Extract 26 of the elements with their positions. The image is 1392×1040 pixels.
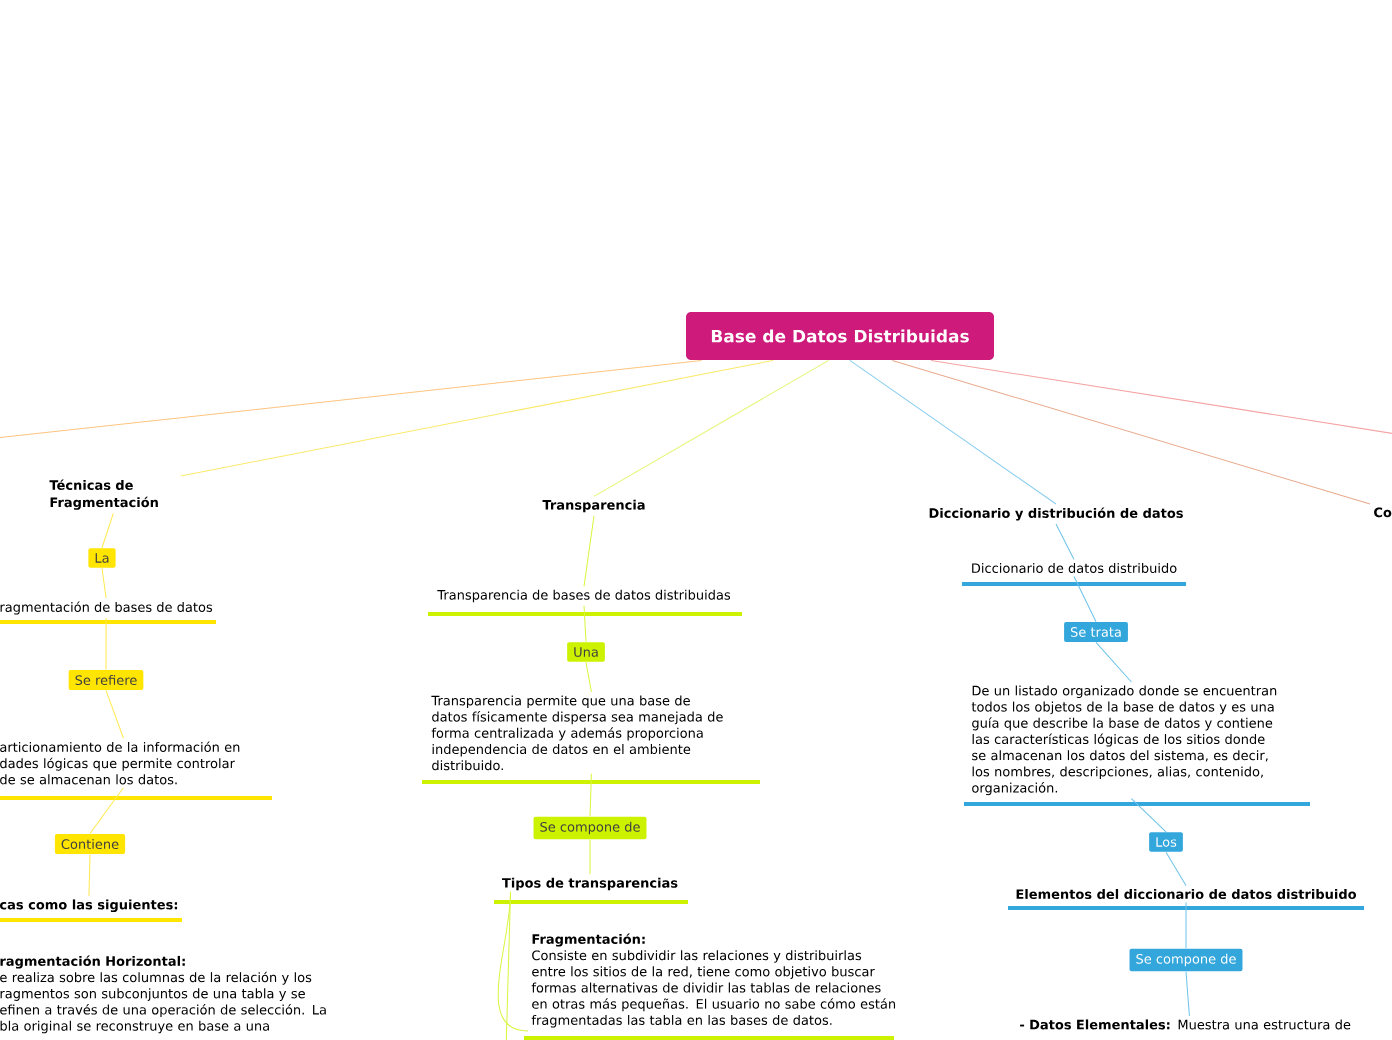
connector-line: [105, 617, 107, 671]
connector-line: [583, 605, 587, 643]
connector-line: [583, 515, 595, 587]
connector-line: [1185, 901, 1187, 949]
connector-line: [89, 787, 124, 835]
connector-line: [1185, 971, 1190, 1017]
connector-line: [1130, 798, 1167, 833]
connector-line: [0, 359, 703, 439]
connector-line: [1055, 523, 1075, 561]
connector-line: [891, 359, 1371, 505]
connector-line: [849, 359, 1057, 505]
connector-line: [105, 689, 124, 739]
connector-line: [1165, 851, 1187, 887]
connector-line: [1095, 641, 1132, 683]
central-topic-box: Base de Datos Distribuidas: [686, 312, 994, 360]
connector-line: [503, 891, 512, 1040]
connector-line: [593, 359, 830, 497]
connector-line: [1073, 575, 1097, 623]
connector-line: [180, 359, 774, 477]
connector-line: [101, 567, 107, 599]
connector-line: [930, 359, 1392, 435]
connector-line: [585, 661, 592, 693]
connector-line: [88, 853, 91, 897]
connector-line: [101, 512, 114, 549]
connector-line: [589, 839, 591, 875]
connector-line: [589, 773, 592, 817]
